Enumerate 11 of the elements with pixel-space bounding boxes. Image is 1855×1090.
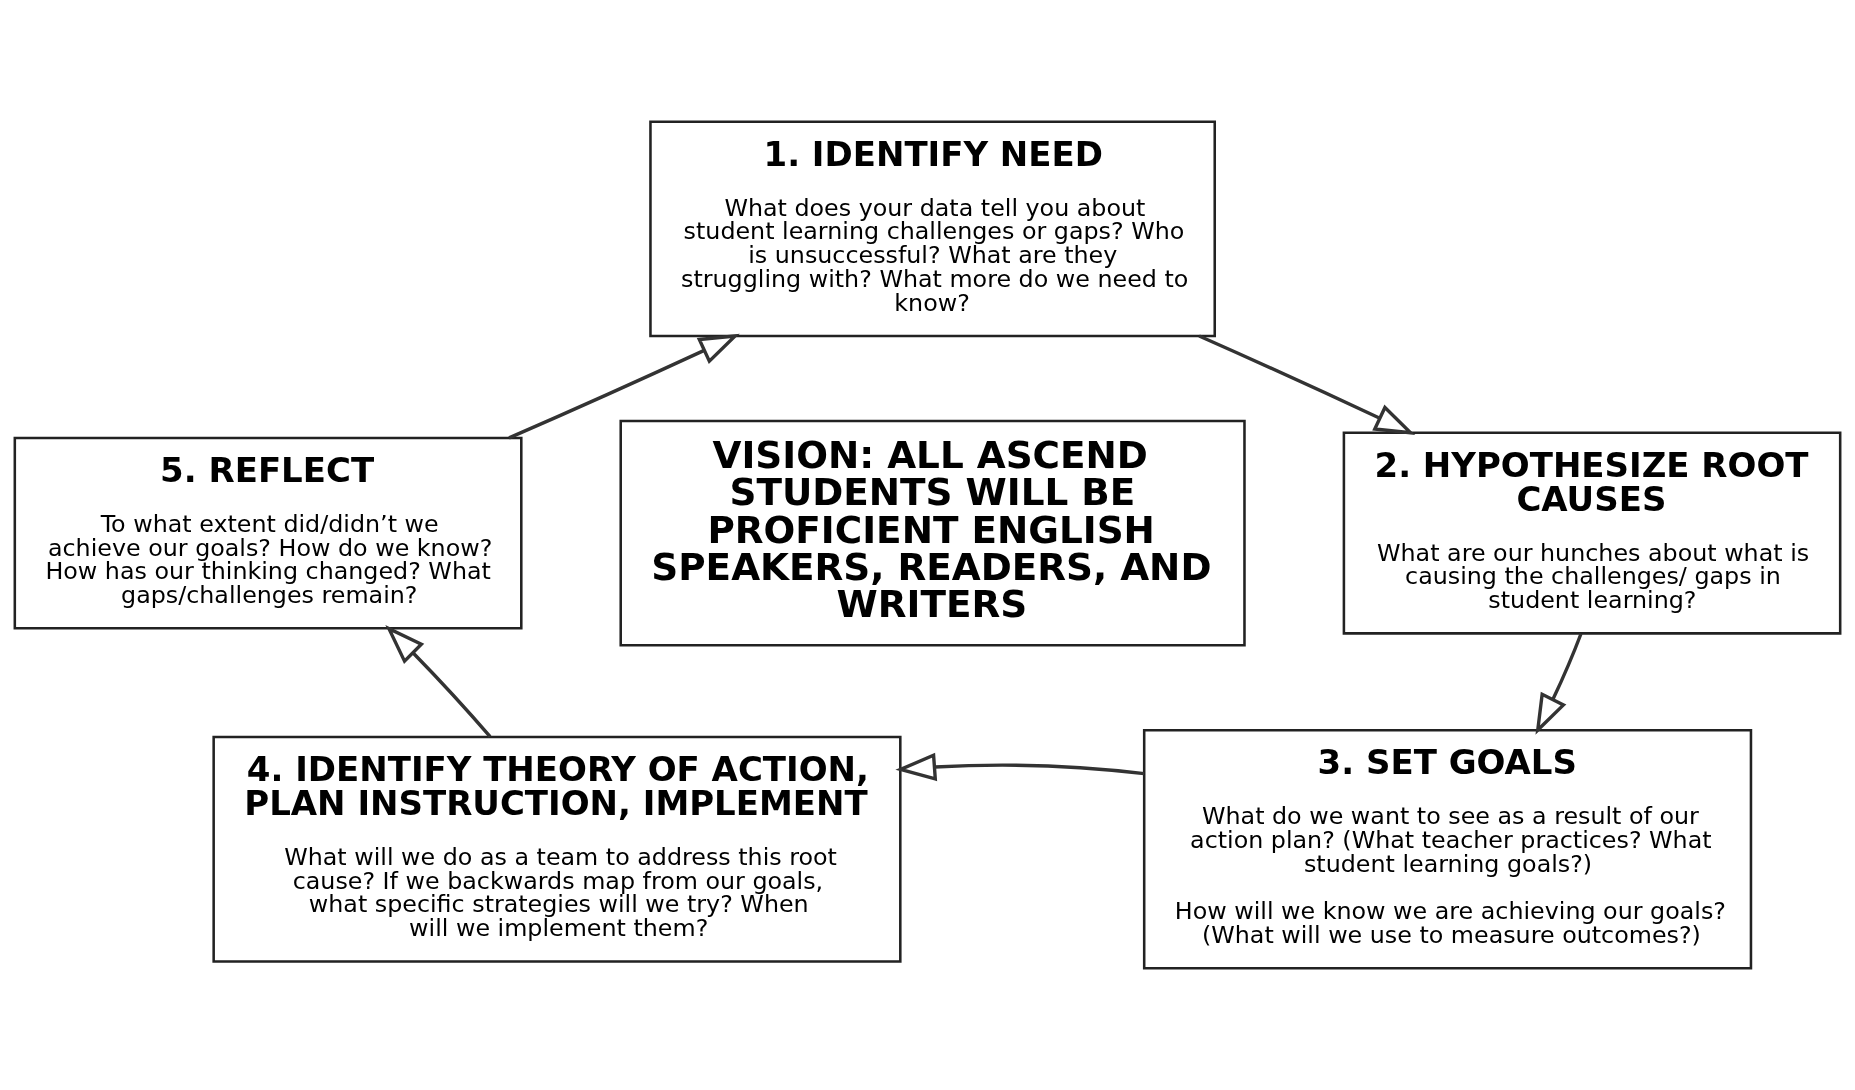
- arrow: [508, 333, 740, 440]
- arrow: [385, 625, 492, 738]
- node-box: 2. HYPOTHESIZE ROOT CAUSES What are our hunches about what is causing the challenges/ gaps in student learning?: [1342, 431, 1842, 635]
- node-box: 4. IDENTIFY THEORY OF ACTION, PLAN INSTRUCTION, IMPLEMENT What will we do as a team to address this root cause? If we backwards map from our goals, what specific strategies will we try? When will we implement them?: [212, 735, 902, 963]
- node-box: 3. SET GOALS What do we want to see as a result of our action plan? (What teacher practices? What student learning goals?) How will we know we are achieving our goals? (What will we use to measure outcomes?): [1142, 729, 1753, 970]
- node-box: 5. REFLECT To what extent did/didn’t we achieve our goals? How do we know? How has our thinking changed? What gaps/challenges remain?: [13, 436, 523, 630]
- arrow: [1535, 633, 1583, 735]
- arrow: [1198, 334, 1416, 435]
- node-box: 1. IDENTIFY NEED What does your data tell you about student learning challenges or gaps? Who is unsuccessful? What are they struggling with? What more do we need to know?: [649, 120, 1216, 338]
- arrow: [895, 752, 1145, 782]
- node-box: VISION: ALL ASCEND STUDENTS WILL BE PROFICIENT ENGLISH SPEAKERS, READERS, AND WRITERS: [619, 419, 1246, 647]
